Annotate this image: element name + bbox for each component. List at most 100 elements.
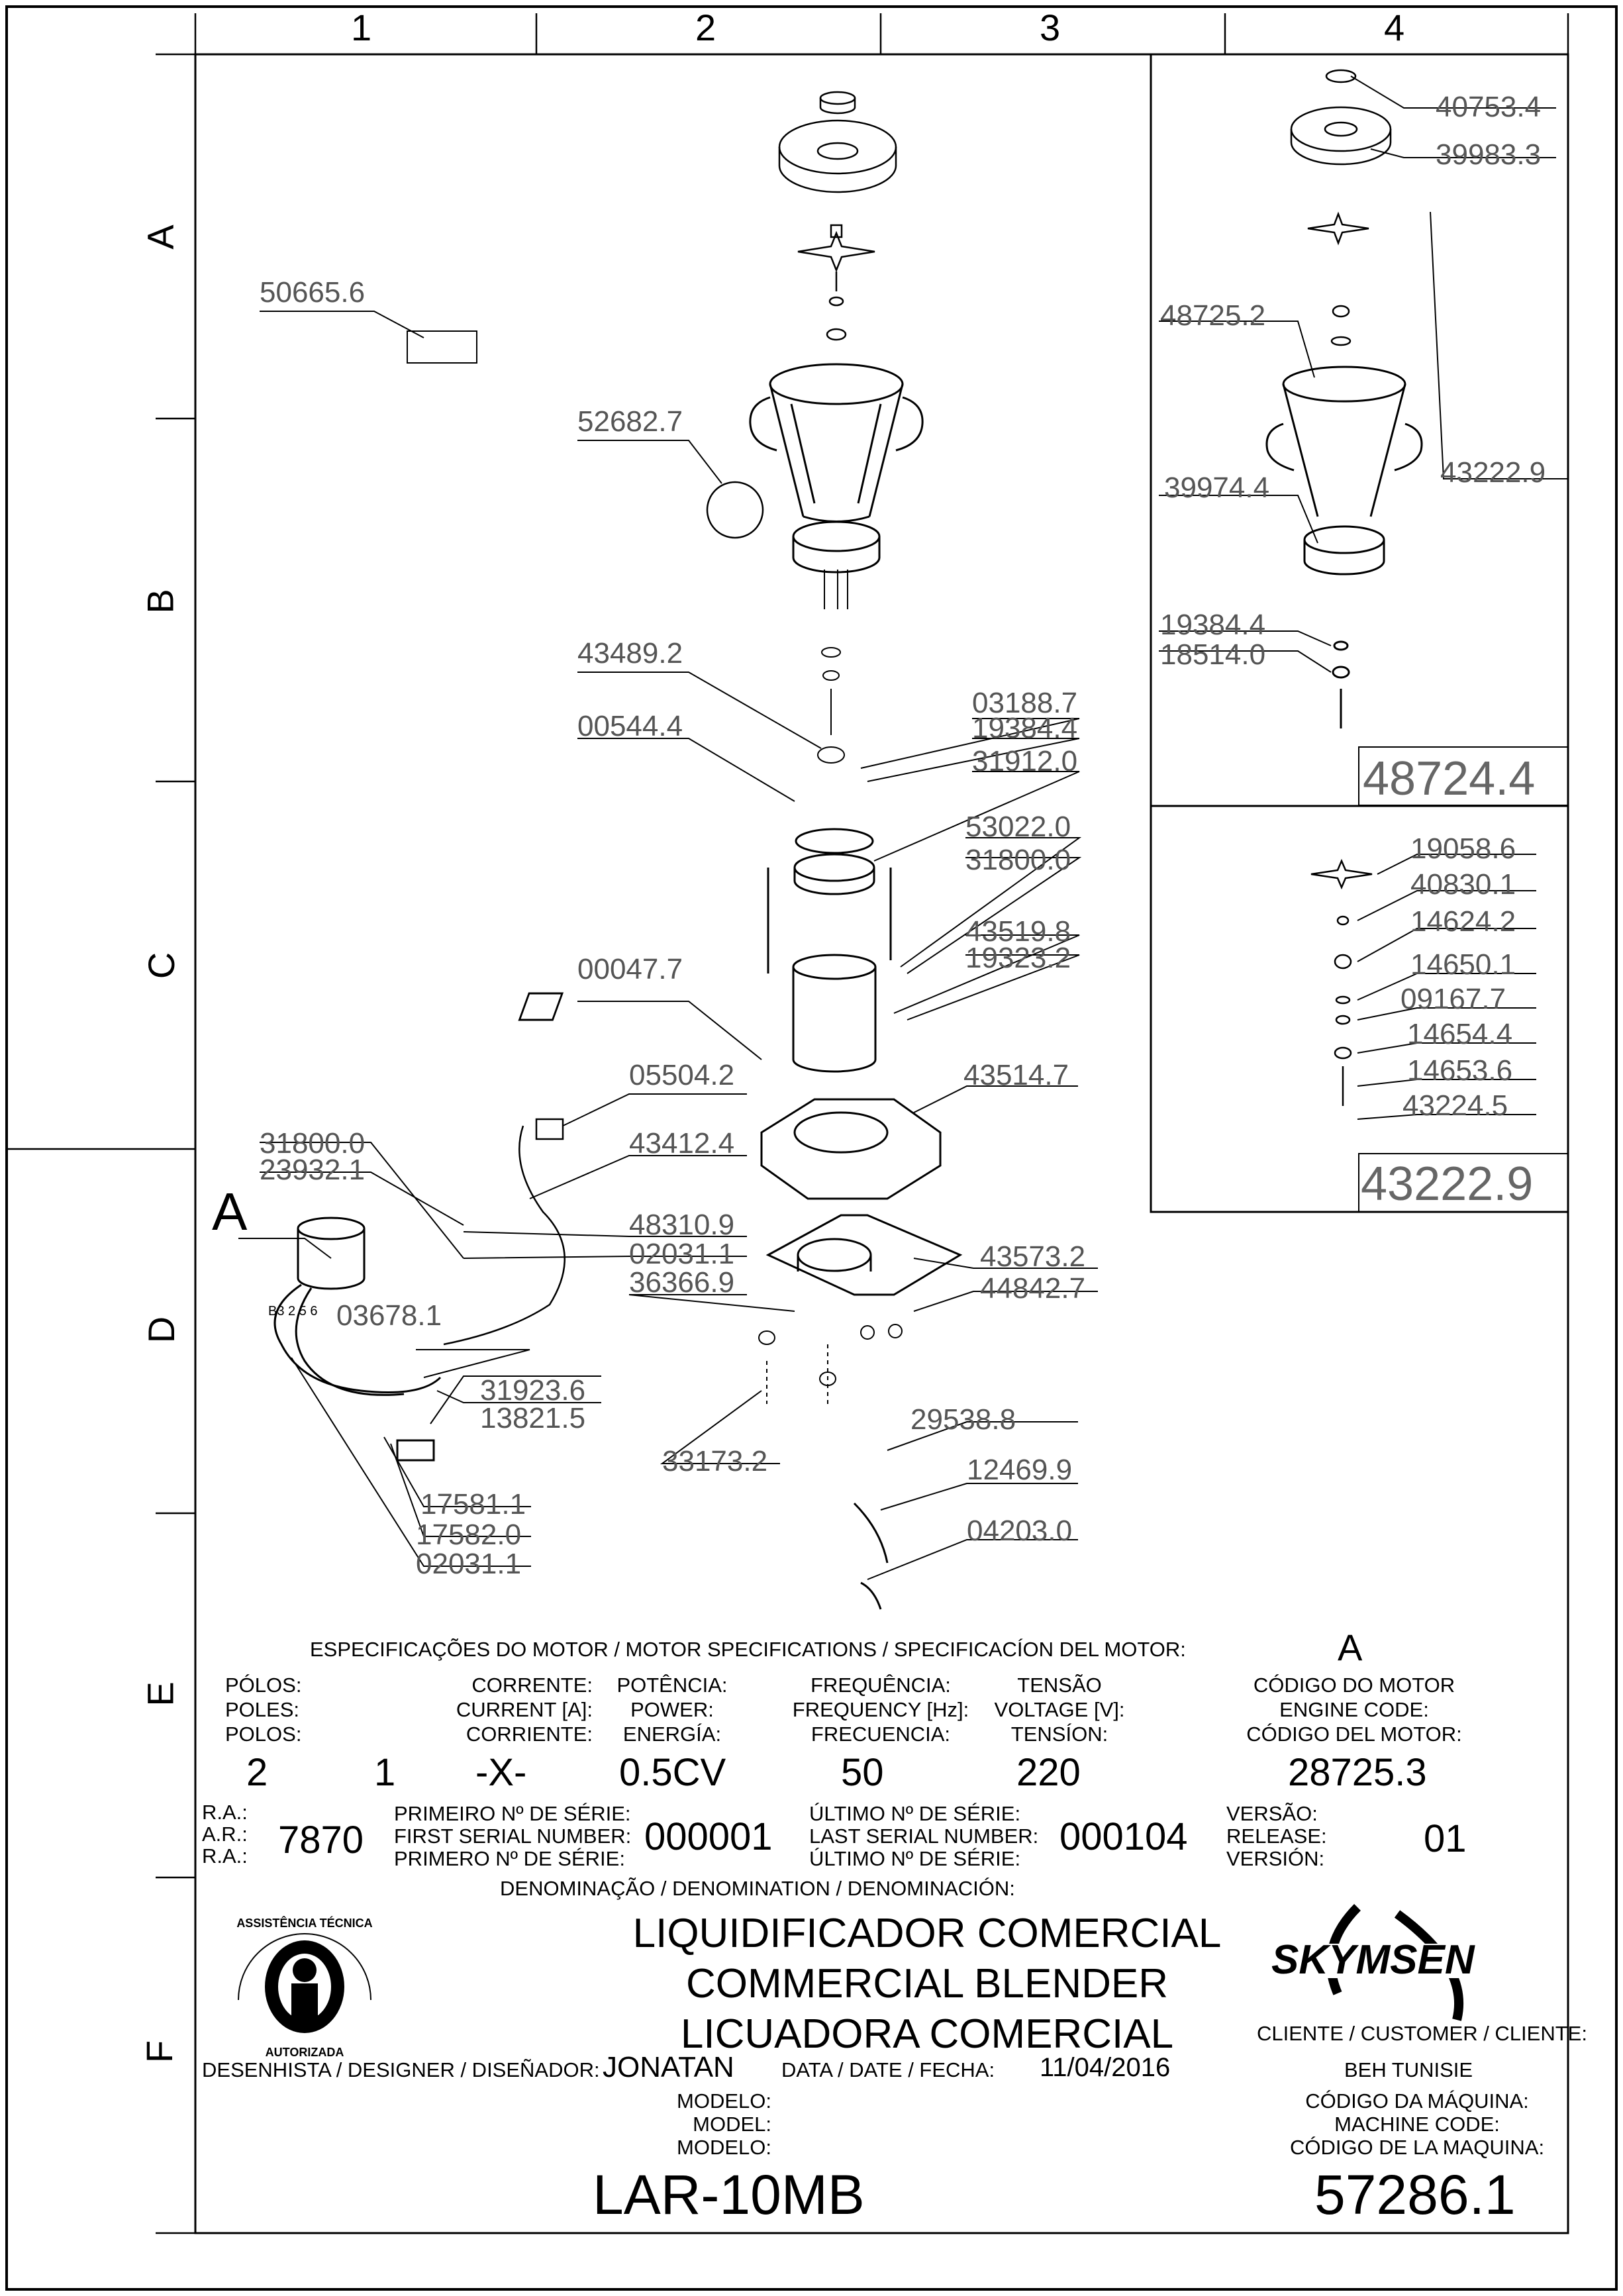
frequency-value: 50 — [841, 1751, 884, 1794]
part-number: 00047.7 — [577, 953, 683, 985]
last-serial-value: 000104 — [1059, 1815, 1188, 1858]
leader-lines — [238, 75, 1568, 1580]
part-number: 19058.6 — [1410, 832, 1516, 865]
feet — [758, 1324, 903, 1404]
date-value: 11/04/2016 — [1040, 2053, 1171, 2082]
last-serial-label: ÚLTIMO Nº DE SÉRIE:LAST SERIAL NUMBER:ÚL… — [809, 1802, 1039, 1870]
part-number: 14654.4 — [1407, 1018, 1513, 1050]
part-number: 40753.4 — [1436, 91, 1542, 123]
kit1-blade — [1307, 211, 1369, 346]
poles-value: 2 — [246, 1751, 268, 1794]
kit-code-box-2 — [1358, 1153, 1569, 1213]
date-label: DATA / DATE / FECHA: — [781, 2058, 995, 2081]
part-number: 31923.6 — [480, 1374, 586, 1407]
part-number: 43573.2 — [980, 1240, 1086, 1273]
model-value: LAR-10MB — [593, 2164, 865, 2226]
kit-code-box-1 — [1358, 746, 1569, 806]
blender-jar — [749, 363, 924, 523]
blade — [797, 224, 875, 341]
base-plate — [765, 1214, 963, 1296]
zone-row-label: F — [138, 2040, 181, 2064]
part-number: 31912.0 — [972, 745, 1078, 777]
customer-value: BEH TUNISIE — [1344, 2058, 1473, 2081]
part-number: 09167.7 — [1401, 983, 1506, 1015]
part-number: 43224.5 — [1402, 1089, 1508, 1122]
part-number: 00544.4 — [577, 710, 683, 742]
part-number: 29538.8 — [910, 1403, 1016, 1436]
part-number: 03188.7 — [972, 687, 1078, 719]
kit-code: 48724.4 — [1363, 752, 1536, 805]
svg-text:AUTORIZADA: AUTORIZADA — [266, 2046, 344, 2059]
part-number: 19384.4 — [1160, 609, 1266, 641]
power-value: 0.5CV — [619, 1751, 726, 1794]
part-number: 43489.2 — [577, 637, 683, 670]
poles-label: PÓLOS:POLES:POLOS: — [225, 1673, 302, 1746]
skymsen-logo: SKYMSEN — [1268, 1904, 1487, 2021]
first-serial-label: PRIMEIRO Nº DE SÉRIE:FIRST SERIAL NUMBER… — [394, 1802, 632, 1870]
part-number: 23932.1 — [260, 1154, 366, 1186]
base-screws — [817, 570, 848, 764]
kit1-lid — [1290, 69, 1392, 166]
wire-labels: B3 2 5 6 — [268, 1304, 318, 1319]
detail-a-motor — [273, 1217, 442, 1462]
current-value: -X- — [475, 1751, 527, 1794]
current-label: CORRENTE:CURRENT [A]:CORRIENTE: — [456, 1673, 593, 1746]
part-number: 18514.0 — [1160, 638, 1266, 671]
detail-a-label: A — [212, 1182, 248, 1241]
zone-row-label: A — [139, 225, 181, 250]
part-number: 12469.9 — [967, 1454, 1073, 1486]
zone-row-label: D — [140, 1316, 183, 1344]
zone-row-label: C — [140, 952, 183, 979]
frequency-label: FREQUÊNCIA:FREQUENCY [Hz]:FRECUENCIA: — [792, 1673, 969, 1746]
zone-row-label: B — [139, 589, 181, 614]
part-number: 43412.4 — [629, 1127, 735, 1160]
part-number: 50665.6 — [260, 276, 366, 309]
part-number: 14653.6 — [1407, 1054, 1513, 1087]
kit1-base — [1303, 525, 1385, 728]
release-label: VERSÃO:RELEASE:VERSIÓN: — [1226, 1802, 1327, 1870]
tubes — [853, 1502, 889, 1610]
part-number: 36366.9 — [629, 1266, 735, 1299]
part-number: 03678.1 — [336, 1299, 442, 1332]
part-number: 17582.0 — [416, 1519, 522, 1551]
part-number: 02031.1 — [629, 1238, 735, 1270]
kit-code: 43222.9 — [1361, 1158, 1534, 1211]
part-number: 31800.0 — [260, 1127, 366, 1160]
ra-label: R.A.:A.R.:R.A.: — [202, 1801, 248, 1868]
kit1-jar — [1265, 366, 1423, 517]
power-label: POTÊNCIA:POWER:ENERGÍA: — [616, 1673, 728, 1746]
part-number: 19384.4 — [972, 712, 1078, 744]
lid-cap — [778, 91, 897, 193]
motor-housing — [518, 954, 877, 1073]
part-number: 48310.9 — [629, 1209, 735, 1241]
motor-cover — [767, 828, 892, 973]
part-number: 48725.2 — [1160, 299, 1266, 332]
model-label: MODELO:MODEL:MODELO: — [677, 2089, 771, 2159]
jar-base — [792, 521, 881, 574]
power-cord — [443, 1118, 566, 1346]
part-number: 52682.7 — [577, 405, 683, 438]
part-number: 14624.2 — [1410, 905, 1516, 938]
svg-text:SKYMSEN: SKYMSEN — [1271, 1937, 1475, 1983]
spec-heading: ESPECIFICAÇÕES DO MOTOR / MOTOR SPECIFIC… — [310, 1638, 1186, 1661]
denomination-label: DENOMINAÇÃO / DENOMINATION / DENOMINACIÓ… — [500, 1877, 1015, 1900]
part-number: 14650.1 — [1410, 948, 1516, 981]
machine-code-value: 57286.1 — [1314, 2164, 1516, 2226]
base-housing — [760, 1098, 942, 1200]
part-number: 04203.0 — [967, 1515, 1073, 1547]
first-serial-value: 000001 — [644, 1815, 773, 1858]
poles-value-2: 1 — [374, 1751, 396, 1794]
part-number: 44842.7 — [980, 1272, 1086, 1305]
part-number: 43222.9 — [1440, 456, 1546, 489]
part-number: 19323.2 — [965, 942, 1071, 974]
part-number: 39983.3 — [1436, 138, 1542, 171]
zone-column-label: 4 — [1384, 7, 1405, 48]
zone-column-label: 1 — [351, 7, 372, 48]
machine-code-label: CÓDIGO DA MÁQUINA:MACHINE CODE:CÓDIGO DE… — [1289, 2089, 1545, 2159]
sticker — [706, 481, 764, 539]
